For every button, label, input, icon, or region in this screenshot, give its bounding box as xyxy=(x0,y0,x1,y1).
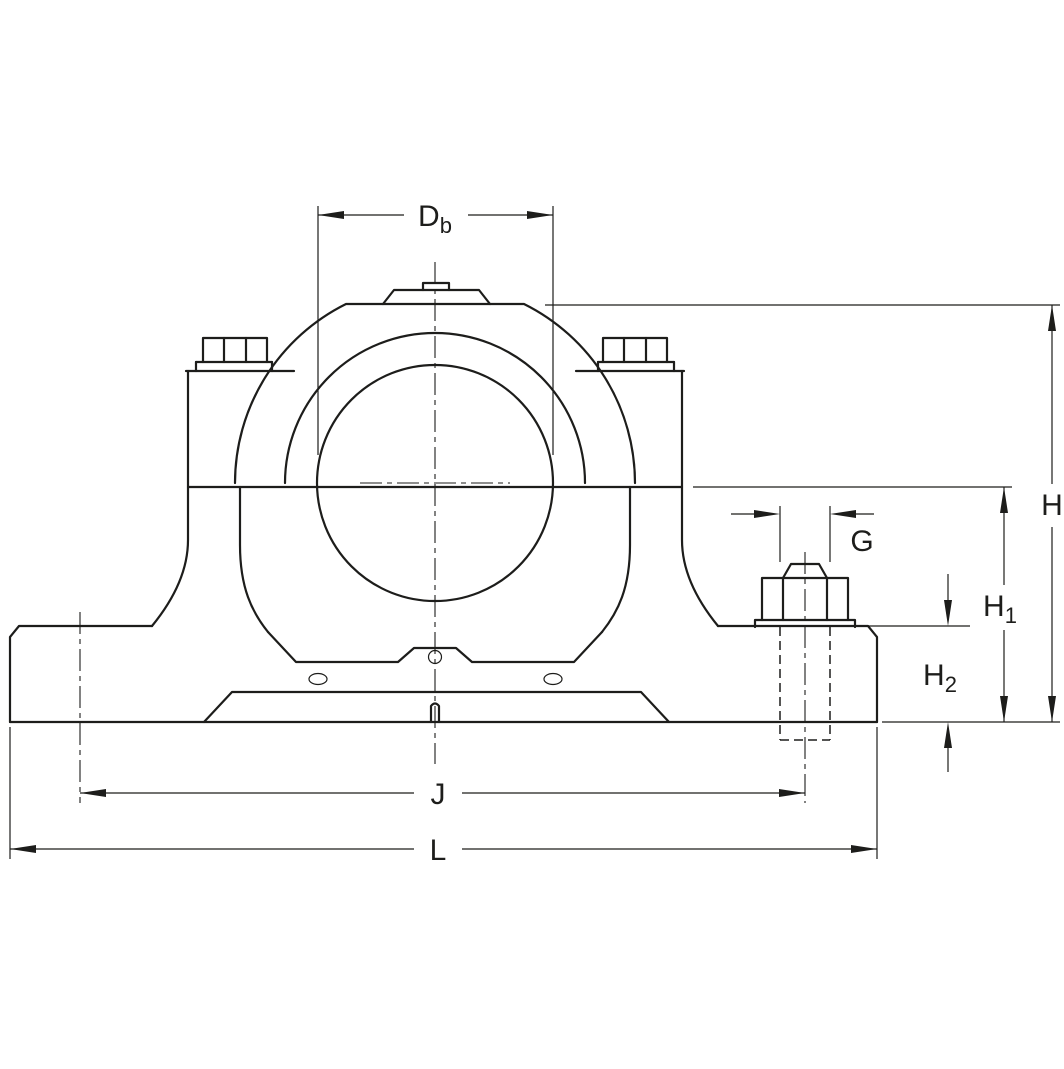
right-inner-rib xyxy=(600,485,632,634)
base-recess xyxy=(202,690,671,724)
inner-arch xyxy=(283,331,587,485)
hex-head xyxy=(760,576,850,622)
cap-bolt-left xyxy=(194,336,274,373)
top-boss xyxy=(381,288,492,306)
dimension-bore-diameter: Db xyxy=(317,200,554,455)
arrowhead xyxy=(1000,487,1008,513)
arrowhead xyxy=(851,845,877,853)
label-j: J xyxy=(431,778,446,811)
base-hole-left xyxy=(308,672,328,686)
centerlines xyxy=(79,262,806,803)
arrowhead xyxy=(1000,696,1008,722)
cap-bolt-right xyxy=(596,336,676,373)
arrowhead xyxy=(1048,305,1056,331)
arrowhead xyxy=(944,600,952,626)
arrowhead xyxy=(754,510,780,518)
dimension-center-height: H1 xyxy=(693,486,1017,722)
label-h2: H2 xyxy=(923,659,957,697)
arrowhead xyxy=(1048,696,1056,722)
dimension-total-height: H xyxy=(545,304,1063,723)
left-inner-rib xyxy=(238,485,270,634)
base-right-edge xyxy=(716,624,879,724)
label-h1: H1 xyxy=(983,590,1017,628)
dimension-bolt-size: G xyxy=(731,506,874,562)
hex-head xyxy=(601,336,669,364)
right-wall xyxy=(680,369,720,628)
dimension-total-length: L xyxy=(9,727,878,867)
arrowhead xyxy=(944,722,952,748)
arrowhead xyxy=(779,789,805,797)
arrowhead xyxy=(80,789,106,797)
label-h: H xyxy=(1041,489,1063,522)
dimension-bolt-spacing: J xyxy=(80,778,805,811)
base-left-edge xyxy=(8,624,154,724)
bottom-slot xyxy=(429,702,441,724)
label-l: L xyxy=(430,834,447,867)
top-notch xyxy=(421,281,451,292)
arrowhead xyxy=(318,211,344,219)
hex-head xyxy=(201,336,269,364)
arrowhead xyxy=(830,510,856,518)
arrowhead xyxy=(527,211,553,219)
dimension-base-height: H2 xyxy=(857,574,970,772)
label-db: Db xyxy=(418,200,452,238)
housing-outline xyxy=(8,281,879,724)
base-hole-right xyxy=(543,672,563,686)
label-g: G xyxy=(850,525,873,558)
arrowhead xyxy=(10,845,36,853)
left-wall xyxy=(150,369,190,628)
